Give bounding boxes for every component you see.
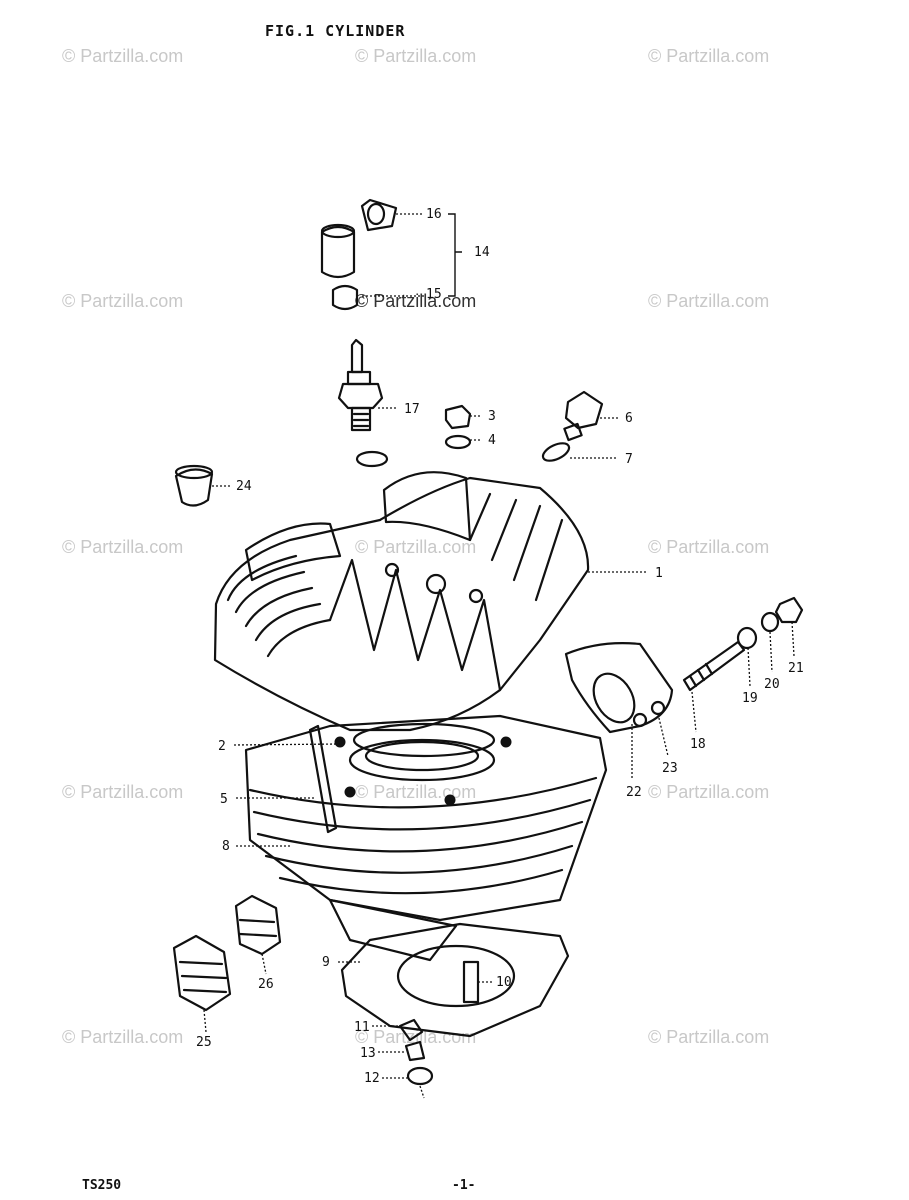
callout-12: 12 [364,1071,380,1086]
watermark: © Partzilla.com [62,537,184,557]
page-number: -1- [452,1178,476,1193]
callout-26: 26 [258,977,274,992]
watermark: © Partzilla.com [62,1027,184,1047]
callout-6: 6 [625,411,633,426]
part-10-dowel [462,960,480,1004]
part-3-4-nut-washer [444,404,472,450]
watermark: © Partzilla.com [648,782,770,802]
part-25-26-reed-parts [172,894,282,1012]
callout-24: 24 [236,479,252,494]
watermark: © Partzilla.com [648,291,770,311]
model-code: TS250 [82,1178,122,1193]
callout-11: 11 [354,1020,370,1035]
figure-title: FIG.1 CYLINDER [265,22,406,40]
part-6-7-plug-gasket [541,390,604,462]
part-9-base [328,898,570,1038]
watermark: © Partzilla.com [62,782,184,802]
callout-labels: 1 2 3 4 5 6 7 8 9 10 11 12 13 14 15 16 1… [196,207,804,1086]
watermark: © Partzilla.com [648,1027,770,1047]
callout-10: 10 [496,975,512,990]
part-2-head-gasket [352,722,496,758]
callout-17: 17 [404,402,420,417]
callout-23: 23 [662,761,678,776]
part-5-stud [308,724,338,834]
part-17-spark-plug [337,338,389,468]
callout-7: 7 [625,452,633,467]
watermark: © Partzilla.com [62,291,184,311]
leader-lines [203,213,795,1099]
callout-20: 20 [764,677,780,692]
callout-9: 9 [322,955,330,970]
part-11-13-fittings [398,1018,434,1086]
watermark: © Partzilla.com [62,46,184,66]
callout-21: 21 [788,661,804,676]
callout-19: 19 [742,691,758,706]
callout-1: 1 [655,566,663,581]
callout-18: 18 [690,737,706,752]
callout-13: 13 [360,1046,376,1061]
watermark: © Partzilla.com [355,537,477,557]
part-14-group [320,198,398,311]
watermark: © Partzilla.com [355,46,477,66]
part-24-cap [174,464,214,507]
callout-22: 22 [626,785,642,800]
callout-25: 25 [196,1035,212,1050]
callout-2: 2 [218,739,226,754]
callout-5: 5 [220,792,228,807]
part-8-cylinder [244,714,608,922]
part-1-cylinder-head [213,471,590,732]
watermark: © Partzilla.com [355,291,477,311]
part-22-23-exhaust-flange [564,642,674,734]
callout-8: 8 [222,839,230,854]
callout-16: 16 [426,207,442,222]
watermark: © Partzilla.com [648,46,770,66]
watermark: © Partzilla.com [648,537,770,557]
callout-3: 3 [488,409,496,424]
callout-15: 15 [426,287,442,302]
callout-14: 14 [474,245,490,260]
callout-4: 4 [488,433,496,448]
part-18-21-stud-hardware [682,596,804,692]
